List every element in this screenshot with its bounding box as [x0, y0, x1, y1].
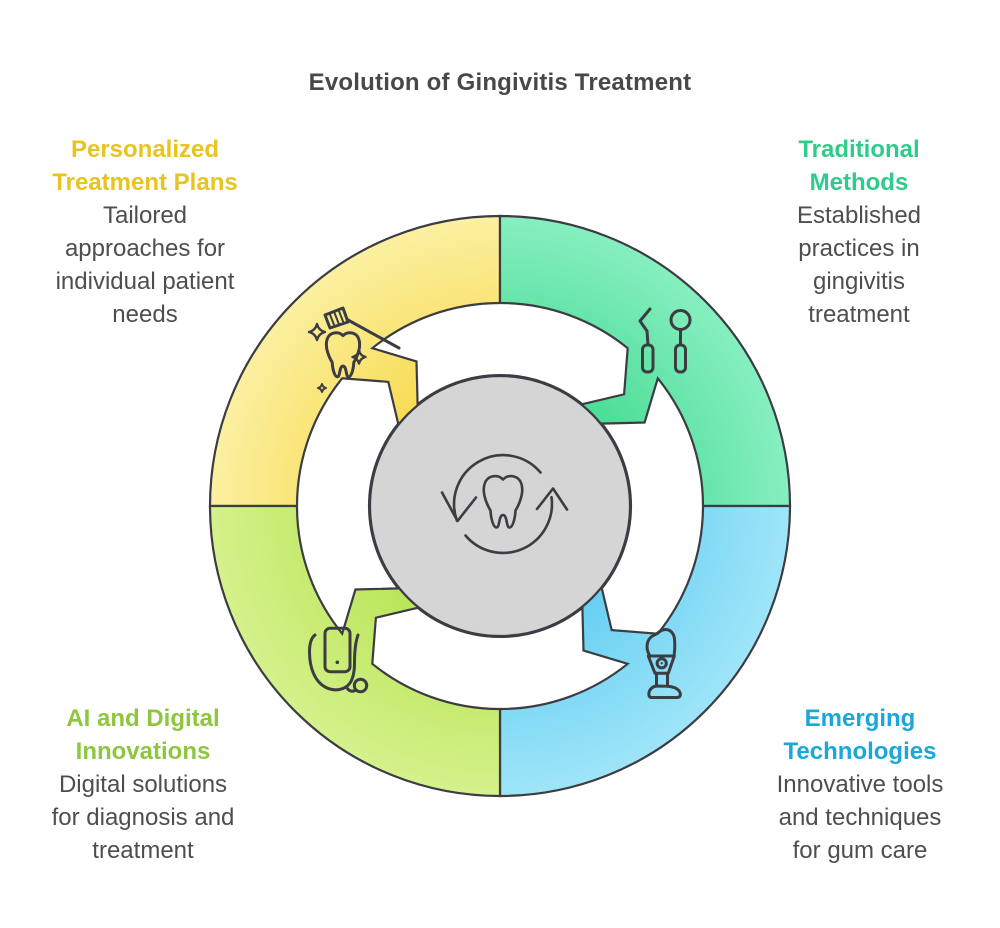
refresh-arc-top — [452, 453, 542, 523]
small-tooth-outline — [324, 331, 362, 379]
body-line: individual patient — [55, 268, 235, 295]
refresh-arrowhead-left — [440, 491, 478, 523]
body-line: gingivitis — [812, 268, 906, 295]
page-title: Evolution of Gingivitis Treatment — [308, 69, 692, 96]
phone-stethoscope-icon — [308, 626, 369, 694]
body-line: treatment — [92, 837, 194, 864]
heading-line: Technologies — [783, 738, 937, 765]
prosthetic-socket — [645, 628, 677, 658]
knee-joint-circle — [655, 657, 668, 670]
heading-line: Personalized — [70, 136, 220, 163]
body-line: approaches for — [64, 235, 226, 262]
stethoscope-chestpiece — [352, 677, 369, 694]
segment-description: Tailored approaches for individual patie… — [13, 199, 277, 331]
heading-line: Innovations — [75, 738, 211, 765]
prosthetic-foot — [647, 684, 682, 699]
tooth-brushing-sparkle-icon — [307, 306, 401, 393]
body-line: needs — [112, 301, 178, 328]
segment-label-ai: AI and Digital Innovations Digital solut… — [11, 702, 275, 867]
toothbrush-head — [323, 306, 350, 330]
body-line: Tailored — [102, 202, 188, 229]
prosthetic-leg-icon — [645, 628, 682, 699]
sparkle-icon — [317, 383, 327, 393]
heading-line: Traditional — [798, 136, 920, 163]
center-circle — [368, 374, 632, 638]
sparkle-icon — [307, 322, 327, 342]
refresh-arrowhead-right — [535, 487, 569, 511]
body-line: Digital solutions — [58, 771, 228, 798]
tooth-refresh-cycle-icon — [440, 453, 569, 555]
refresh-arc-bottom — [464, 495, 554, 555]
segment-heading: Personalized Treatment Plans — [13, 133, 277, 199]
body-line: treatment — [808, 301, 910, 328]
segment-label-traditional: Traditional Methods Established practice… — [733, 133, 985, 331]
heading-line: Emerging — [804, 705, 916, 732]
segment-heading: AI and Digital Innovations — [11, 702, 275, 768]
dental-probe-tip — [638, 307, 652, 347]
stethoscope-tube — [308, 633, 360, 692]
segment-description: Established practices in gingivitis trea… — [733, 199, 985, 331]
segment-label-personalized: Personalized Treatment Plans Tailored ap… — [13, 133, 277, 331]
dental-mirror-handle — [674, 343, 687, 374]
toothbrush-handle — [346, 318, 401, 350]
body-line: Established — [796, 202, 922, 229]
cycle-arrow-bands — [295, 301, 705, 711]
segment-description: Digital solutions for diagnosis and trea… — [11, 768, 275, 867]
phone-dot — [335, 660, 340, 665]
segment-heading: Emerging Technologies — [733, 702, 987, 768]
heading-line: Methods — [809, 169, 909, 196]
heading-line: Treatment Plans — [52, 169, 238, 196]
knee-joint-dot — [660, 662, 663, 665]
toothbrush-bristles — [328, 308, 345, 327]
heading-line: AI and Digital — [66, 705, 220, 732]
sparkle-icon — [351, 349, 367, 365]
body-line: for gum care — [792, 837, 928, 864]
segment-label-emerging: Emerging Technologies Innovative tools a… — [733, 702, 987, 867]
body-line: for diagnosis and — [51, 804, 235, 831]
dental-probe-handle — [641, 343, 655, 374]
prosthetic-pylon — [655, 671, 669, 688]
body-line: and techniques — [778, 804, 942, 831]
segment-description: Innovative tools and techniques for gum … — [733, 768, 987, 867]
body-line: Innovative tools — [776, 771, 944, 798]
tooth-outline — [482, 474, 524, 529]
stethoscope-branch — [345, 686, 357, 693]
body-line: practices in — [798, 235, 920, 262]
phone-body — [323, 626, 352, 674]
segment-heading: Traditional Methods — [733, 133, 985, 199]
dental-tools-icon — [638, 307, 692, 374]
